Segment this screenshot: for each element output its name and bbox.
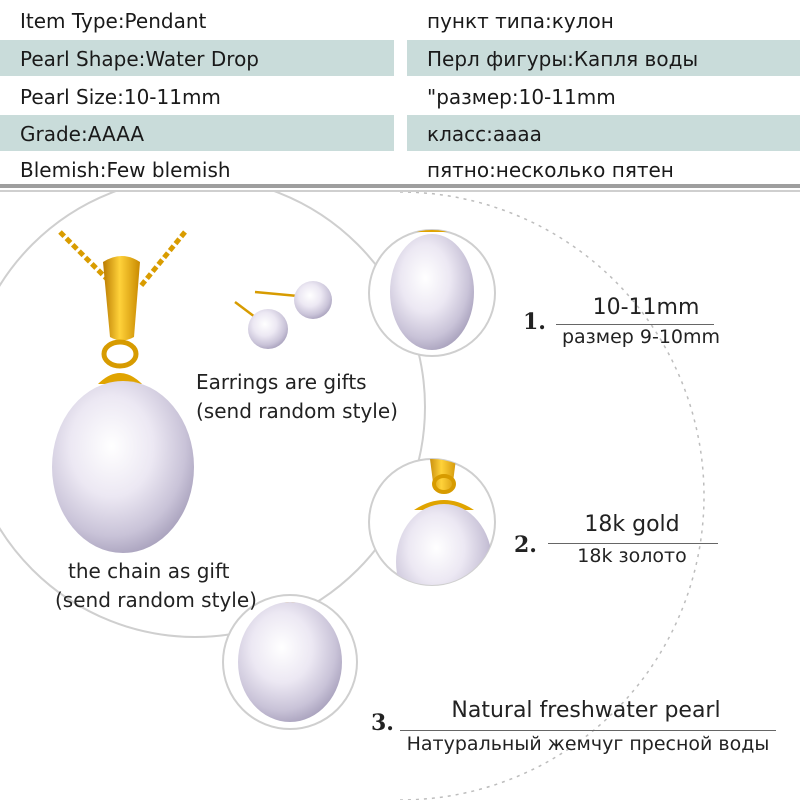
spec-en: Blemish:Few blemish xyxy=(20,158,231,182)
feature-number: 3. xyxy=(371,710,394,736)
detail-circle-size xyxy=(368,229,496,357)
product-illustration xyxy=(0,192,705,800)
earrings-caption-line2: (send random style) xyxy=(196,399,398,423)
spec-row-grade: Grade:AAAA класс:аааа xyxy=(0,115,800,151)
feature-main: Natural freshwater pearl xyxy=(451,698,721,723)
pearl-icon xyxy=(52,381,194,553)
spec-ru: "размер:10-11mm xyxy=(427,85,616,109)
spec-table: Item Type:Pendant пункт типа:кулон Pearl… xyxy=(0,0,800,192)
product-scene: Earrings are gifts (send random style) t… xyxy=(0,192,800,800)
feature-sub: 18k золото xyxy=(577,545,687,567)
detail-circle-gold xyxy=(368,458,496,586)
feature-main: 10-11mm xyxy=(592,295,700,320)
earrings-caption-line1: Earrings are gifts xyxy=(196,370,367,394)
feature-number: 1. xyxy=(523,309,546,335)
spec-ru: Перл фигуры:Капля воды xyxy=(407,40,800,76)
feature-number: 2. xyxy=(514,532,537,558)
detail-circle-pearl xyxy=(222,594,358,730)
divider xyxy=(0,190,800,192)
spec-row-item-type: Item Type:Pendant пункт типа:кулон xyxy=(0,2,800,38)
pendant-bail-icon xyxy=(98,256,142,384)
spec-en: Grade:AAAA xyxy=(0,115,394,151)
spec-row-blemish: Blemish:Few blemish пятно:несколько пяте… xyxy=(0,151,800,187)
spec-ru: пункт типа:кулон xyxy=(427,9,614,33)
divider xyxy=(400,730,776,731)
spec-ru: пятно:несколько пятен xyxy=(427,158,674,182)
spec-en: Pearl Shape:Water Drop xyxy=(0,40,394,76)
earrings-icon xyxy=(234,281,332,349)
spec-row-pearl-size: Pearl Size:10-11mm "размер:10-11mm xyxy=(0,78,800,114)
divider xyxy=(0,184,800,188)
feature-sub: Натуральный жемчуг пресной воды xyxy=(406,733,770,755)
spec-en: Item Type:Pendant xyxy=(20,9,207,33)
spec-row-pearl-shape: Pearl Shape:Water Drop Перл фигуры:Капля… xyxy=(0,40,800,76)
divider xyxy=(556,324,714,325)
chain-icon xyxy=(58,230,187,294)
spec-ru: класс:аааа xyxy=(407,115,800,151)
divider xyxy=(548,543,718,544)
spec-en: Pearl Size:10-11mm xyxy=(20,85,221,109)
main-circle-frame xyxy=(0,192,426,638)
feature-main: 18k gold xyxy=(584,512,680,537)
feature-sub: размер 9-10mm xyxy=(561,326,721,348)
chain-caption-line1: the chain as gift xyxy=(68,559,230,583)
chain-caption-line2: (send random style) xyxy=(55,588,257,612)
